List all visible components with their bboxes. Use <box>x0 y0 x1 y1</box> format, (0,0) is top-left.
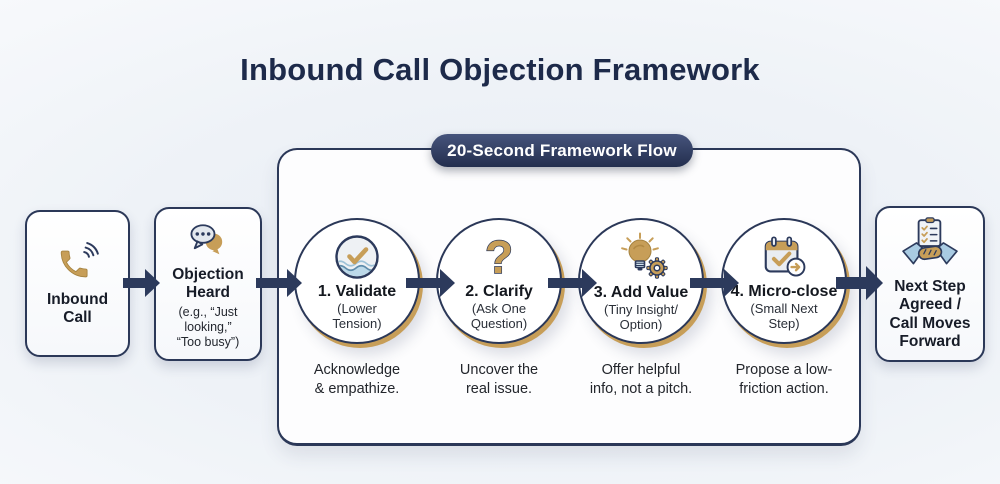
handshake-checklist-icon <box>902 217 958 265</box>
outcome-node: Next Step Agreed / Call Moves Forward <box>875 206 985 362</box>
calendar-check-icon <box>764 236 806 277</box>
flow-label: 20-Second Framework Flow <box>447 140 677 160</box>
arrow-bar <box>690 278 726 288</box>
step-description: Offer helpful info, not a pitch. <box>589 362 693 397</box>
objection-heard-label: Objection Heard <box>172 265 244 301</box>
arrow-bar <box>548 278 584 288</box>
arrow-bar <box>406 278 442 288</box>
step-description: Propose a low- friction action. <box>735 362 833 397</box>
step-subtitle: (Tiny Insight/ Option) <box>604 301 678 332</box>
step-subtitle: (Small Next Step) <box>750 300 818 331</box>
question-mark-icon: ? <box>484 233 514 281</box>
arrow-head <box>145 269 160 297</box>
outcome-label: Next Step Agreed / Call Moves Forward <box>889 277 971 350</box>
step-title: 3. Add Value <box>593 283 689 301</box>
step-subtitle: (Lower Tension) <box>332 300 382 331</box>
step-description: Acknowledge & empathize. <box>313 362 401 397</box>
arrow-head <box>440 269 455 297</box>
arrow-bar <box>836 277 868 289</box>
page-title: Inbound Call Objection Framework <box>240 52 760 87</box>
calm-check-icon <box>335 234 379 279</box>
inbound-call-node: Inbound Call <box>25 210 130 357</box>
step-1-validate: 1. Validate (Lower Tension) <box>294 218 420 344</box>
step-title: 2. Clarify <box>465 282 533 300</box>
flow-arrow-2 <box>256 269 302 297</box>
arrow-head <box>582 269 597 297</box>
step-description: Uncover the real issue. <box>459 362 539 397</box>
step-title: 4. Micro-close <box>730 282 838 300</box>
flow-arrow-6 <box>836 266 883 300</box>
arrow-bar <box>123 278 147 288</box>
inbound-call-label: Inbound Call <box>46 290 109 326</box>
flow-label-badge: 20-Second Framework Flow <box>431 134 693 167</box>
flow-arrow-1 <box>123 269 160 297</box>
step-4-micro-close: 4. Micro-close (Small Next Step) <box>721 218 847 344</box>
svg-text:?: ? <box>485 233 513 281</box>
objection-heard-node: Objection Heard (e.g., “Just looking,” “… <box>154 207 262 361</box>
step-title: 1. Validate <box>317 282 397 300</box>
step-subtitle: (Ask One Question) <box>470 300 528 331</box>
arrow-head <box>724 269 739 297</box>
step-2-clarify: ? 2. Clarify (Ask One Question) <box>436 218 562 344</box>
flow-arrow-4 <box>548 269 597 297</box>
phone-icon <box>60 241 99 278</box>
flow-arrow-3 <box>406 269 455 297</box>
objection-example: (e.g., “Just looking,” “Too busy”) <box>176 305 240 349</box>
lightbulb-gear-icon <box>621 232 668 279</box>
arrow-bar <box>256 278 289 288</box>
flow-arrow-5 <box>690 269 739 297</box>
chat-bubbles-icon <box>190 223 223 254</box>
arrow-head <box>287 269 302 297</box>
arrow-head <box>866 266 883 300</box>
step-3-add-value: 3. Add Value (Tiny Insight/ Option) <box>578 218 704 344</box>
